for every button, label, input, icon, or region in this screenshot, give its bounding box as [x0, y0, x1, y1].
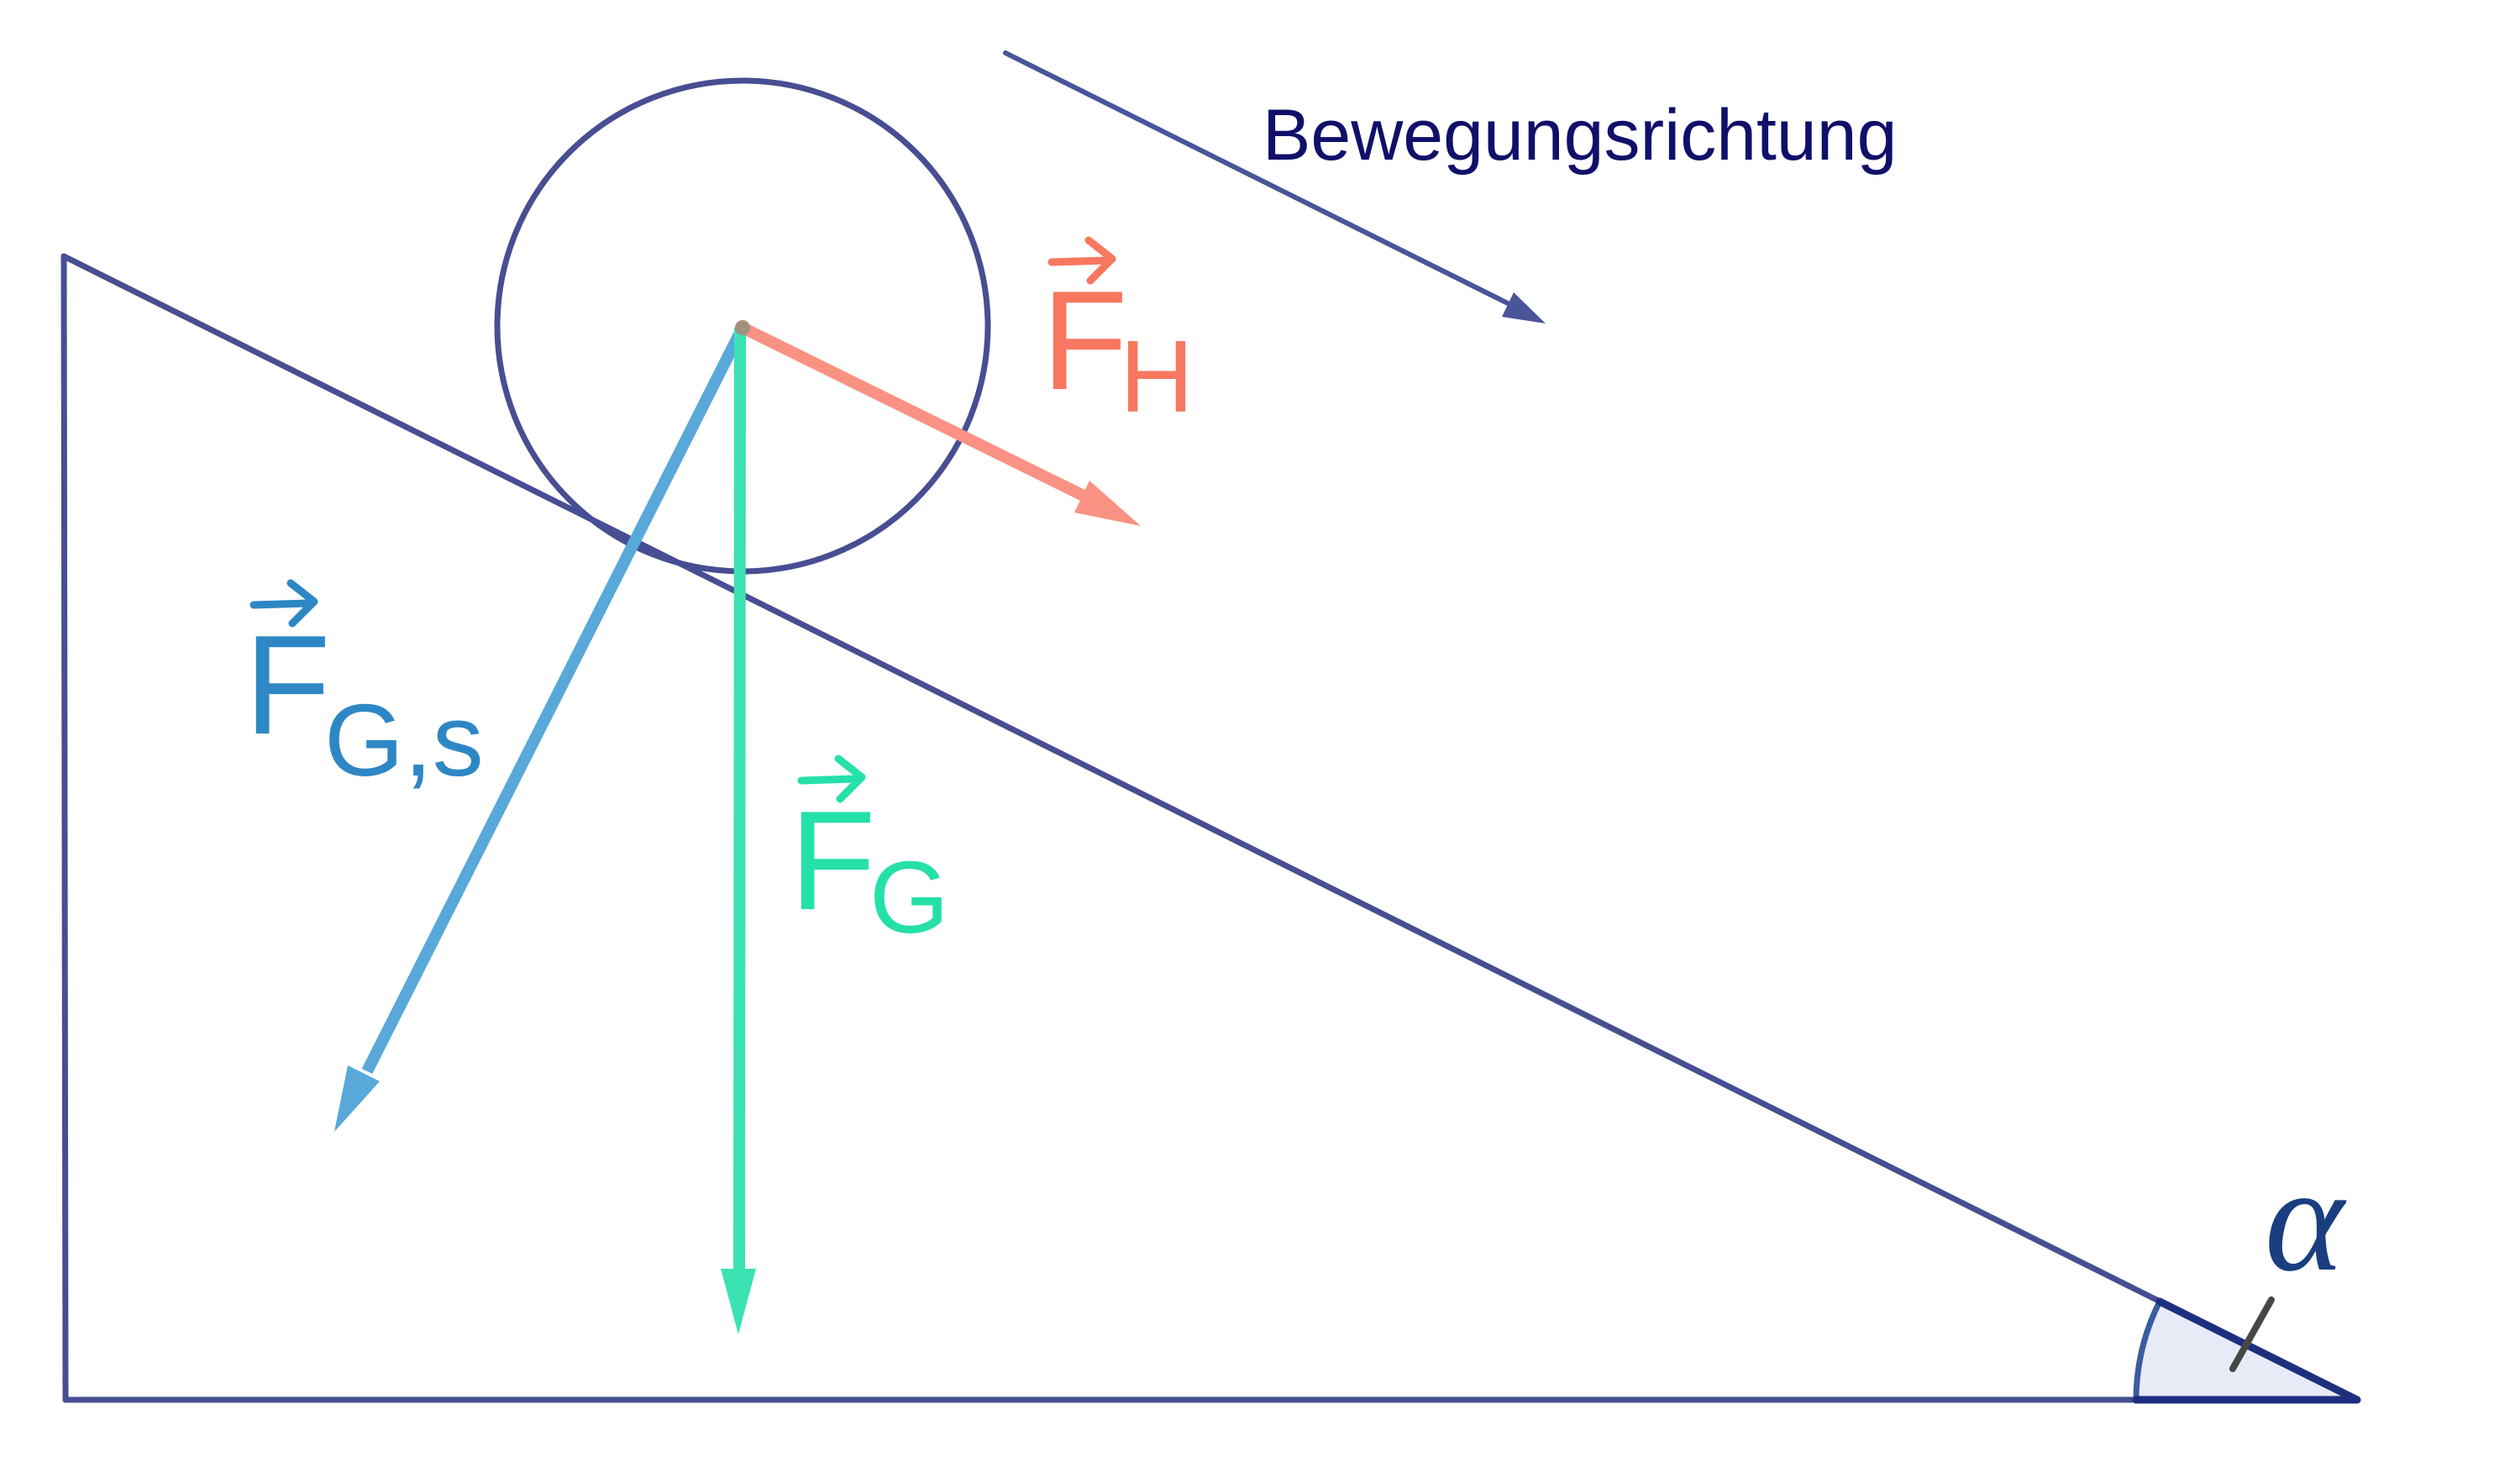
- fg-vector-arrow-icon: [797, 755, 866, 803]
- fg-arrow-shaft: [733, 327, 746, 1273]
- fgs-arrow-shaft: [361, 324, 748, 1075]
- direction-arrow-shaft: [1003, 50, 1512, 307]
- force-origin-dot: [735, 320, 750, 335]
- fgs-label-subscript: G,s: [324, 683, 484, 797]
- angle-tick-mark: [2229, 1296, 2275, 1372]
- fh-arrow-shaft: [739, 322, 1087, 502]
- triangle-hypotenuse: [60, 253, 2360, 1403]
- fg-arrow-head: [721, 1269, 756, 1334]
- triangle-vertical-side: [60, 253, 69, 1403]
- incline-triangle: [60, 253, 2360, 1403]
- fh-label-symbol: F: [1042, 261, 1128, 419]
- fg-label-subscript: G: [869, 840, 949, 954]
- alpha-label: α: [2265, 1135, 2347, 1302]
- force-arrow-fg: [721, 327, 756, 1334]
- fg-label-symbol: F: [790, 781, 876, 939]
- fh-label: F H: [1042, 236, 1194, 434]
- angle-sector-hypotenuse-edge: [2155, 1297, 2361, 1404]
- angle-sector-arc: [2133, 1298, 2163, 1403]
- direction-of-motion-arrow: [1003, 50, 1546, 323]
- fh-arrow-head: [1074, 481, 1141, 526]
- fgs-vector-arrow-icon: [249, 579, 318, 628]
- fg-label: F G: [790, 755, 949, 954]
- force-arrow-fgs: [334, 324, 748, 1132]
- fh-vector-arrow-icon: [1047, 236, 1116, 285]
- fgs-arrow-head: [334, 1065, 380, 1132]
- fh-label-subscript: H: [1120, 319, 1194, 434]
- direction-label: Bewegungsrichtung: [1263, 95, 1897, 176]
- angle-alpha-sector: [2132, 1296, 2361, 1404]
- direction-arrow-head: [1502, 292, 1546, 323]
- fgs-label-symbol: F: [244, 606, 331, 764]
- fgs-label: F G,s: [244, 579, 484, 797]
- force-arrow-fh: [739, 322, 1141, 526]
